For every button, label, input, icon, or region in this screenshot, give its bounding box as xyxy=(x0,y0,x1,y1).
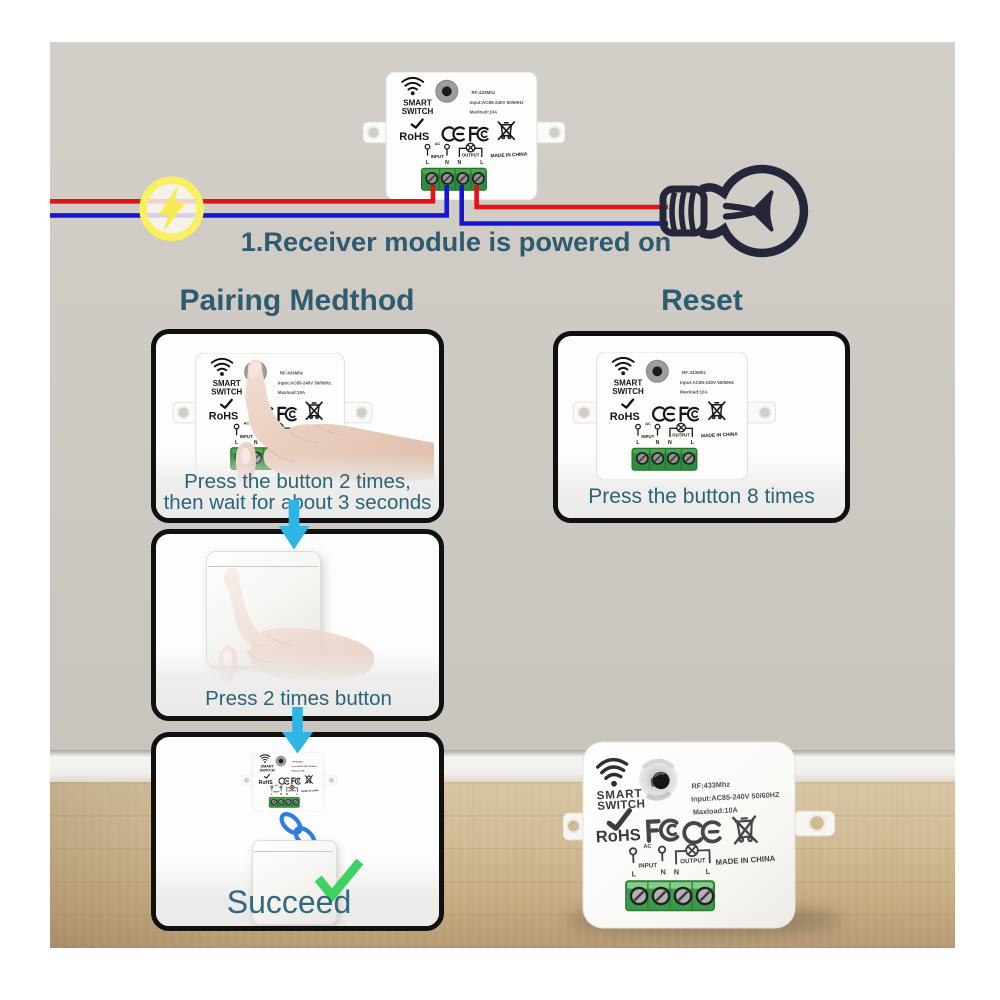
svg-text:N: N xyxy=(660,867,666,876)
svg-text:SWITCH: SWITCH xyxy=(597,797,646,813)
svg-text:INPUT: INPUT xyxy=(638,862,657,870)
svg-text:L: L xyxy=(631,869,636,878)
svg-text:OUTPUT: OUTPUT xyxy=(680,857,706,865)
svg-text:SMART: SMART xyxy=(596,787,642,802)
svg-text:RF:433Mhz: RF:433Mhz xyxy=(691,780,730,791)
svg-text:Maxload:10A: Maxload:10A xyxy=(693,805,739,816)
svg-text:N: N xyxy=(674,867,680,876)
svg-text:AC: AC xyxy=(643,844,651,850)
svg-text:RoHS: RoHS xyxy=(595,826,641,846)
svg-text:MADE IN CHINA: MADE IN CHINA xyxy=(715,854,776,867)
svg-text:L: L xyxy=(706,867,711,876)
